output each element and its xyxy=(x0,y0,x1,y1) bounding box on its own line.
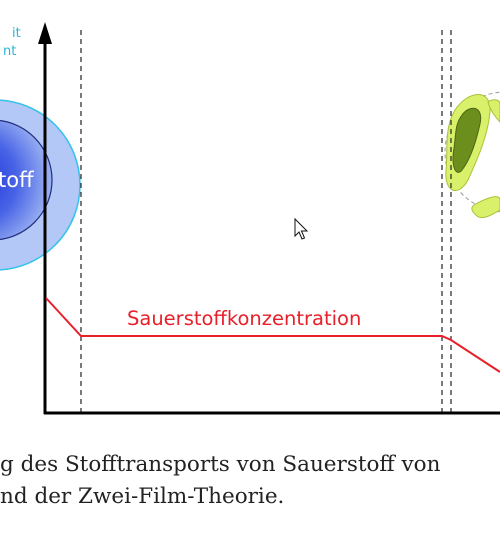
microorganism-cell xyxy=(444,91,500,219)
legend-text-bottom: nt xyxy=(3,44,16,59)
cell-organelle-fragment xyxy=(487,99,500,123)
oxygen-bubble: toff xyxy=(0,99,81,271)
mouse-cursor-icon xyxy=(294,217,309,240)
caption-line-1: g des Stofftransports von Sauerstoff von xyxy=(0,452,441,477)
cell-organelle-core xyxy=(452,107,482,173)
y-axis-arrowhead xyxy=(38,22,52,44)
axes xyxy=(38,22,500,415)
legend-text-top: it xyxy=(12,26,21,41)
cell-organelle-small xyxy=(471,196,500,219)
oxygen-concentration-curve xyxy=(45,297,500,373)
caption-line-2: nd der Zwei-Film-Theorie. xyxy=(0,484,285,509)
two-film-theory-diagram: it nt toff Sauerstoffkonzentration xyxy=(0,22,500,415)
bubble-label: toff xyxy=(0,168,34,192)
curve-label: Sauerstoffkonzentration xyxy=(127,307,361,330)
